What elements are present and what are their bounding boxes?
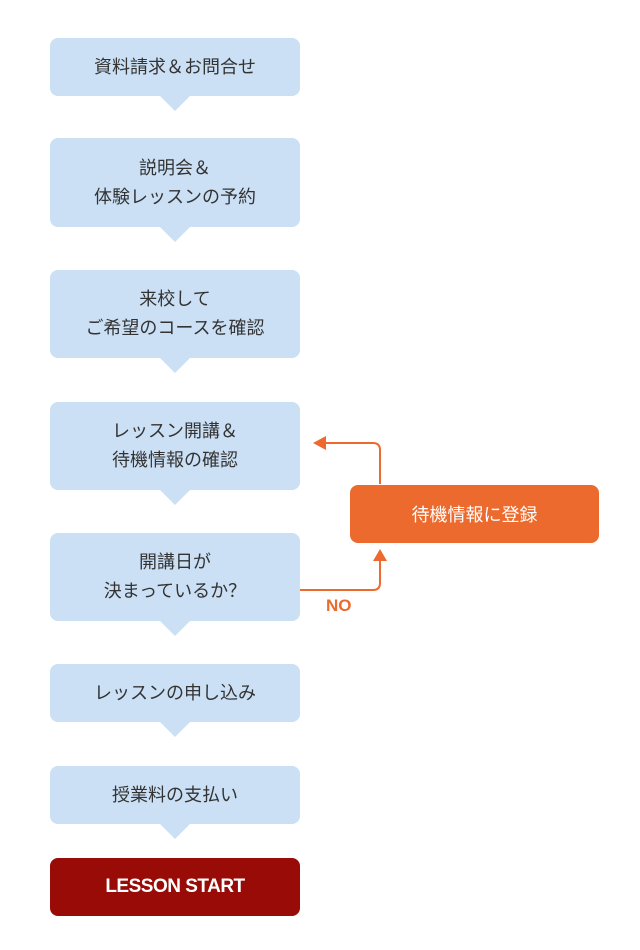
step-tuition-payment: 授業料の支払い [50,766,300,839]
step-trial-reservation: 説明会＆ 体験レッスンの予約 [50,138,300,242]
lesson-start-box: LESSON START [50,858,300,916]
step-lesson-opening-check-line1: レッスン開講＆ [112,421,238,442]
decision-start-date-line2: 決まっているか？ [103,581,247,602]
no-branch-label: NO [326,596,352,615]
step-trial-reservation-line1: 説明会＆ [139,157,211,179]
step-inquiry-label: 資料請求＆お問合せ [94,56,256,78]
lesson-start-label: LESSON START [105,876,245,897]
no-branch-arrowhead [373,549,387,561]
return-arrowhead [313,436,326,450]
decision-start-date-line1: 開講日が [139,552,211,573]
step-visit-course-check: 来校して ご希望のコースを確認 [50,270,300,373]
step-trial-reservation-line2: 体験レッスンの予約 [94,186,256,208]
step-tuition-payment-label: 授業料の支払い [112,784,238,806]
decision-start-date: 開講日が 決まっているか？ [50,533,300,636]
no-branch-line [300,560,381,591]
waitlist-registration-box: 待機情報に登録 [350,485,599,543]
return-line [325,442,381,484]
waitlist-registration-label: 待機情報に登録 [411,505,538,526]
step-application-label: レッスンの申し込み [94,682,256,704]
step-inquiry: 資料請求＆お問合せ [50,38,300,111]
step-application: レッスンの申し込み [50,664,300,737]
step-visit-course-check-line1: 来校して [139,289,211,310]
step-lesson-opening-check-line2: 待機情報の確認 [112,450,238,471]
step-lesson-opening-check: レッスン開講＆ 待機情報の確認 [50,402,300,505]
step-visit-course-check-line2: ご希望のコースを確認 [85,318,265,339]
